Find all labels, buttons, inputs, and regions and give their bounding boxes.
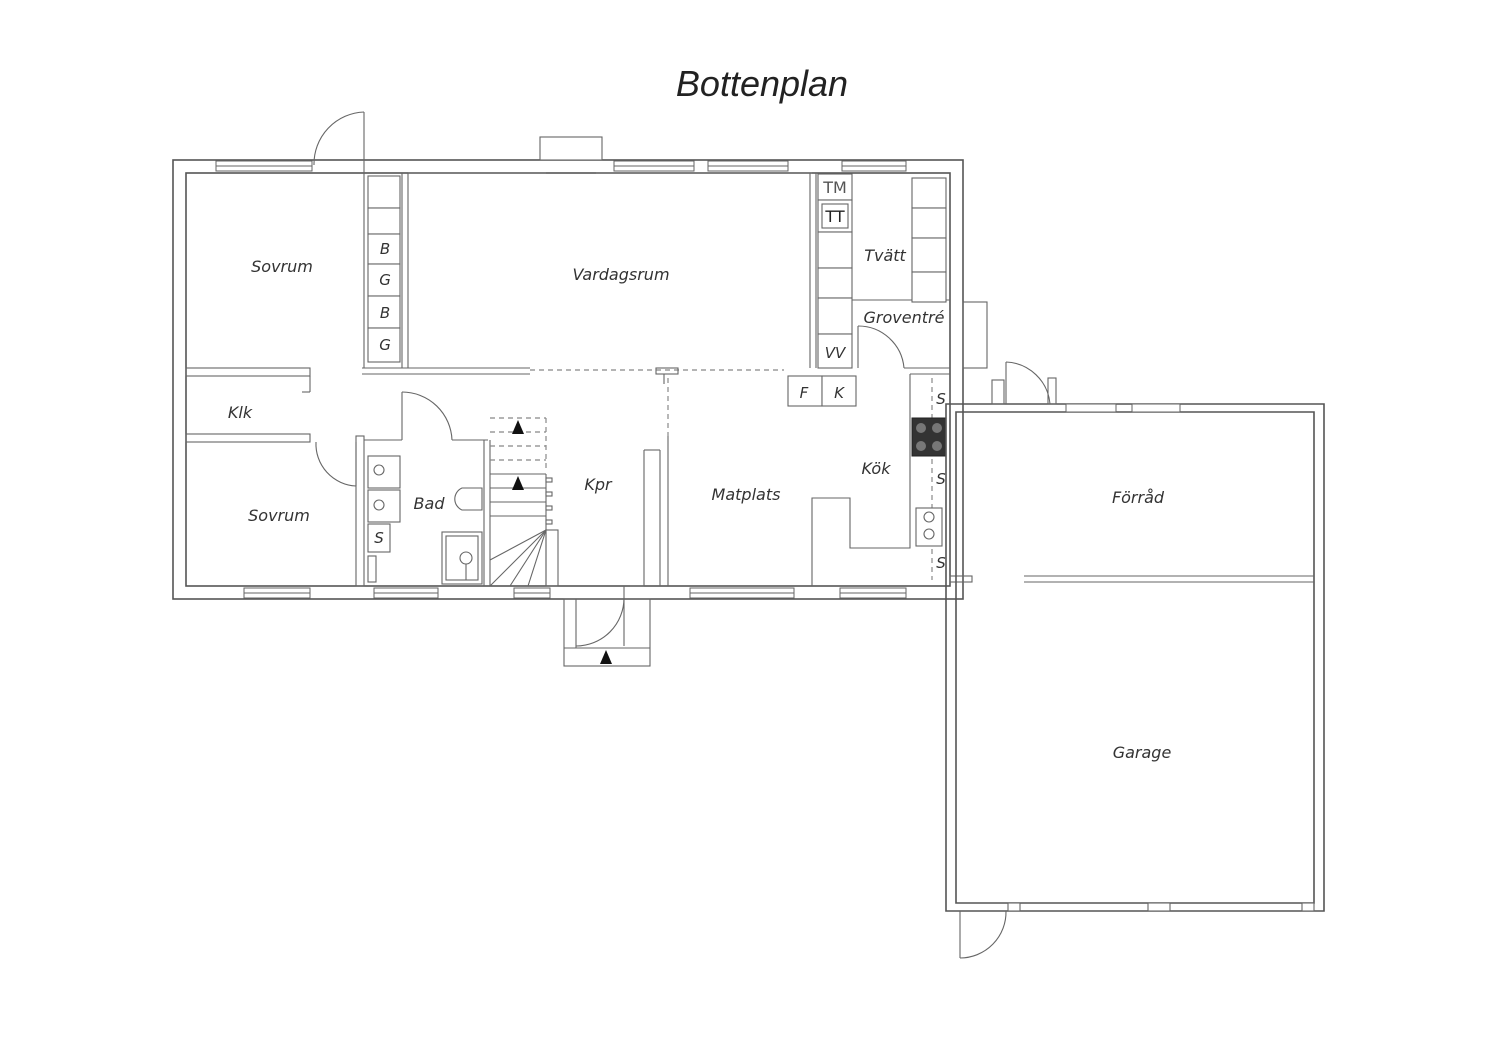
closet-g-2 [367, 327, 401, 363]
kitchen-sink-icon [915, 507, 943, 547]
windows-bottom [243, 587, 907, 599]
closet-b-1 [367, 233, 401, 265]
chimney [539, 136, 603, 161]
room-vardagsrum: Vardagsrum [572, 265, 669, 284]
room-labels: Sovrum Klk Sovrum Vardagsrum Bad S Kpr M… [228, 246, 1172, 762]
door-entry-top [313, 111, 365, 173]
tumble-dryer-label: TM [822, 178, 847, 197]
staircase [489, 417, 559, 587]
room-kok: Kök [862, 459, 892, 478]
fridge-freezer: F K [787, 375, 857, 407]
plan-title: Bottenplan [676, 63, 848, 104]
fridge-label: K [834, 384, 845, 402]
cabinet-label: S [936, 390, 946, 408]
laundry-fixtures: TM TT VV [817, 173, 947, 369]
room-bad: Bad [414, 494, 446, 513]
bathroom-fixtures [367, 455, 483, 585]
interior-walls [185, 172, 950, 587]
room-groventre: Groventré [864, 308, 945, 327]
stair-arrow-icon [512, 420, 524, 434]
washer-label: TT [824, 207, 844, 226]
closet-label: G [379, 271, 391, 289]
room-garage: Garage [1113, 743, 1172, 762]
garage-walls [945, 361, 1325, 959]
room-kpr: Kpr [584, 475, 613, 494]
kitchen-counter: S S S [911, 378, 947, 580]
stair-arrow-icon [512, 476, 524, 490]
cabinet-label: S [936, 470, 946, 488]
room-matplats: Matplats [712, 485, 781, 504]
room-tvatt: Tvätt [864, 246, 906, 265]
closet-b-2 [367, 295, 401, 329]
interior-doors [315, 325, 905, 487]
toilet-icon [454, 487, 483, 511]
closet-g-1 [367, 263, 401, 297]
room-forrad: Förråd [1112, 488, 1165, 507]
cabinet-label: S [936, 554, 946, 572]
wardrobe-column: B G B G [367, 175, 401, 363]
windows-top [215, 160, 907, 172]
side-entry [949, 301, 988, 583]
water-heater-label: VV [825, 344, 847, 362]
closet-label: B [380, 304, 390, 322]
shower-icon [441, 531, 483, 585]
entrance-arrow-icon [600, 650, 612, 664]
bad-cabinet-label: S [374, 529, 384, 547]
closet-label: B [380, 240, 390, 258]
room-sovrum-1: Sovrum [251, 257, 313, 276]
closet-label: G [379, 336, 391, 354]
entrance-porch [563, 585, 651, 667]
stove-icon [911, 417, 947, 457]
room-sovrum-2: Sovrum [248, 506, 310, 525]
sink-icon [367, 489, 401, 523]
freezer-label: F [800, 384, 809, 402]
room-klk: Klk [228, 403, 253, 422]
